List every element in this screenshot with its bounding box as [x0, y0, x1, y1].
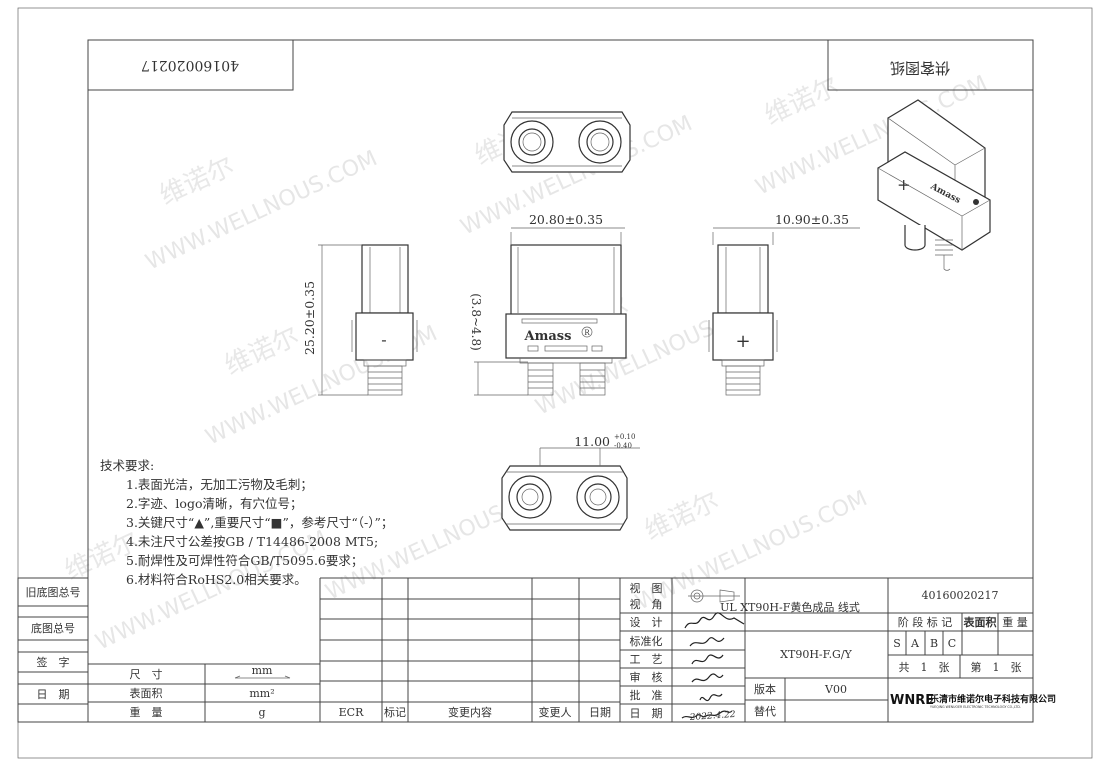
unit-label: 重 量 — [130, 705, 163, 719]
company-name-en: YUEQING WENUOER ELECTRONIC TECHNOLOGY CO… — [930, 705, 1021, 709]
plus-mark: + — [897, 175, 910, 194]
isometric-view: + Amass — [877, 99, 991, 271]
amass-logo-text: Amass — [524, 329, 572, 344]
view-label: 视 图 — [630, 581, 663, 595]
part-number: XT90H-F.G/Y — [780, 648, 852, 661]
requirement-item: 4.未注尺寸公差按GB / T14486-2008 MT5; — [126, 534, 379, 549]
role-label: 审 核 — [630, 670, 663, 684]
stage-c: C — [948, 637, 956, 650]
requirement-item: 6.材料符合RoHS2.0相关要求。 — [126, 572, 307, 587]
left-strip-table: 旧底图总号 底图总号 签 字 日 期 — [17, 577, 89, 723]
drawing-number: 40160020217 — [922, 589, 999, 602]
total-sheets: 共 1 张 — [899, 661, 950, 674]
header-change-content: 变更内容 — [448, 705, 492, 719]
plus-mark: + — [735, 331, 750, 352]
registered-mark: R — [584, 329, 590, 337]
role-label: 批 准 — [630, 688, 663, 702]
customer-drawing-box — [827, 39, 1034, 91]
role-label: 标准化 — [630, 634, 663, 648]
signatures — [681, 612, 745, 719]
header-mark: 标记 — [384, 705, 406, 719]
watermark-url: WWW.WELLNOUS.COM — [142, 146, 381, 275]
dim-front-width: 20.80±0.35 — [529, 212, 603, 227]
surface-label: 表面积 — [963, 615, 997, 629]
watermark-cn: 维诺尔 — [155, 151, 238, 211]
dim-bottom-width: 11.00 — [574, 434, 610, 449]
right-side-view: + — [708, 244, 778, 396]
stage-b: B — [930, 637, 938, 650]
date-label: 日 期 — [37, 688, 70, 701]
header-changed-by: 变更人 — [539, 705, 572, 719]
requirements-title: 技术要求: — [100, 458, 155, 473]
unit-value: mm — [252, 664, 273, 677]
old-drawing-number-label: 旧底图总号 — [26, 585, 81, 599]
flipped-number-box — [87, 39, 294, 91]
page-border — [17, 7, 1093, 759]
unit-value: g — [258, 706, 265, 719]
unit-label: 尺 寸 — [130, 667, 163, 681]
change-table: ECR 标记 变更内容 变更人 日期 — [320, 577, 620, 722]
version-label: 版本 — [754, 682, 776, 696]
signature-date: 2022.4.22 — [689, 710, 737, 723]
unit-value: mm² — [249, 687, 274, 700]
header-ecr: ECR — [339, 706, 364, 719]
dim-pin-reference: (3.8~4.8) — [469, 293, 483, 351]
watermark-cn: 维诺尔 — [760, 71, 843, 131]
company-name: 乐清市维诺尔电子科技有限公司 — [930, 693, 1056, 705]
dim-bottom-tol-plus: +0.10 — [614, 433, 635, 441]
requirement-item: 2.字迹、logo清晰，有穴位号； — [126, 496, 303, 511]
minus-mark: - — [381, 330, 386, 349]
stage-label: 阶 段 标 记 — [898, 615, 953, 629]
bottom-view — [501, 465, 628, 531]
front-view: Amass R — [505, 244, 627, 396]
stage-s: S — [893, 637, 901, 650]
unit-label: 表面积 — [130, 686, 163, 700]
title-block: 视 图 视 角 设 计 标准化 工 艺 审 核 批 准 日 期 UL XT90H… — [619, 577, 1056, 723]
dimensions: 20.80±0.35 10.90±0.35 25.20±0.35 (3.8~4.… — [302, 212, 860, 466]
requirement-item: 3.关键尺寸“▲”,重要尺寸“■”，参考尺寸“（-）”； — [126, 515, 394, 530]
replace-label: 替代 — [754, 704, 776, 718]
header-date: 日期 — [589, 706, 611, 719]
sheet-number: 第 1 张 — [971, 660, 1022, 674]
watermark-cn: 维诺尔 — [220, 321, 303, 381]
role-label: 设 计 — [630, 616, 663, 629]
signature-label: 签 字 — [37, 655, 70, 669]
customer-drawing-label: 供客图纸 — [890, 59, 950, 77]
projection-symbol-icon — [688, 589, 740, 603]
requirement-item: 5.耐焊性及可焊性符合GB/T5095.6要求； — [126, 553, 364, 568]
product-name: UL XT90H-F黄色成品 线式 — [720, 600, 860, 614]
requirement-item: 1.表面光洁，无加工污物及毛刺； — [126, 477, 313, 492]
drawing-frame — [87, 39, 1034, 723]
technical-requirements: 技术要求: 1.表面光洁，无加工污物及毛刺； 2.字迹、logo清晰，有穴位号；… — [100, 456, 393, 589]
dim-height: 25.20±0.35 — [302, 281, 317, 355]
stage-a: A — [910, 637, 920, 650]
top-view — [503, 111, 631, 173]
view-angle-label: 视 角 — [630, 597, 663, 611]
role-label: 工 艺 — [630, 653, 663, 666]
watermark-cn: 维诺尔 — [640, 486, 723, 546]
dim-bottom-tol-minus: -0.40 — [614, 442, 632, 450]
left-side-view: - — [351, 244, 418, 396]
flipped-drawing-number: 40160020217 — [141, 57, 239, 73]
company-logo: WNRE 乐清市维诺尔电子科技有限公司 YUEQING WENUOER ELEC… — [890, 693, 1056, 709]
role-label: 日 期 — [630, 707, 663, 720]
version-value: V00 — [824, 683, 847, 696]
weight-label: 重 量 — [1002, 615, 1028, 629]
dim-side-width: 10.90±0.35 — [775, 212, 849, 227]
drawing-number-label: 底图总号 — [31, 621, 75, 635]
units-table: 尺 寸 mm 表面积 mm² 重 量 g — [88, 578, 321, 722]
company-logo-text: WNRE — [890, 693, 934, 708]
